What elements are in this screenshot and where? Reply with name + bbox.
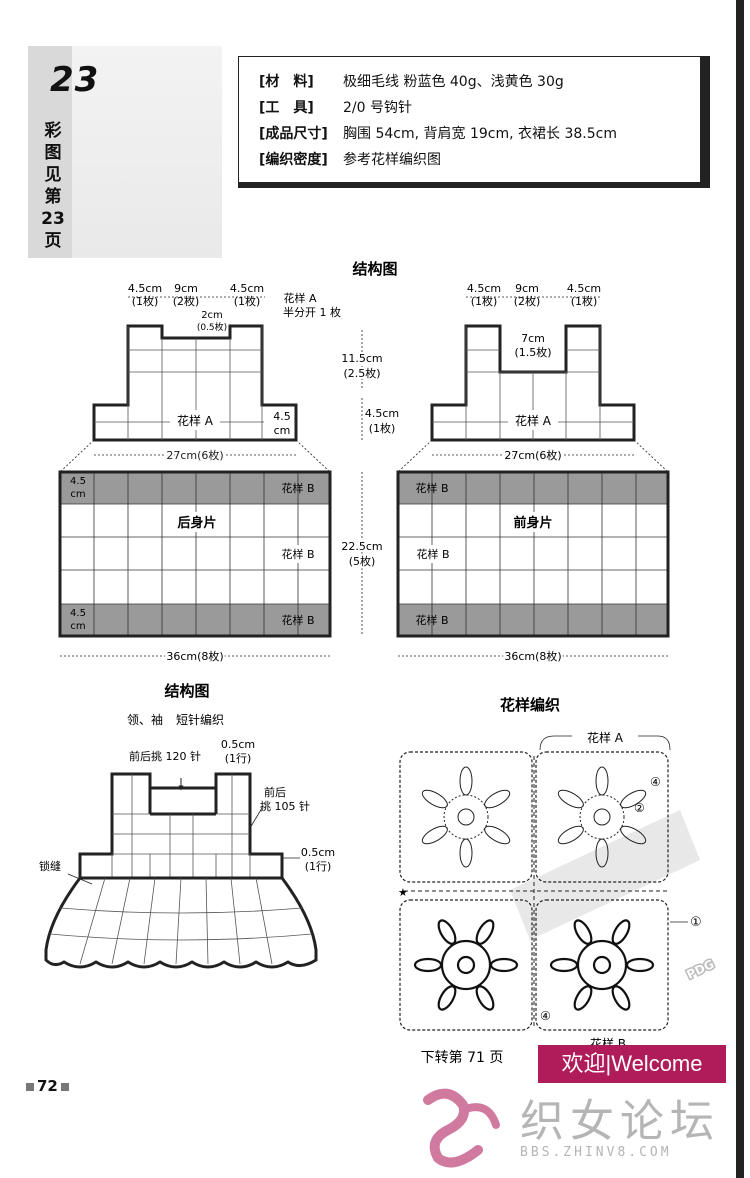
gauge-row: [编织密度]参考花样编织图	[259, 152, 441, 168]
row-marker-2: ②	[634, 801, 645, 815]
back-dim-left: 4.5cm	[128, 282, 162, 295]
front-pattern-b-top: 花样 B	[415, 481, 448, 495]
center-height-1-sub: (2.5枚)	[343, 366, 380, 380]
front-body-title: 前身片	[513, 515, 552, 531]
row-marker-4-top: ④	[650, 775, 661, 789]
front-dim-left: 4.5cm	[467, 282, 501, 295]
front-dim-left-sub: (1枚)	[471, 294, 498, 308]
dress-structure-title: 结构图	[164, 682, 209, 700]
center-height-1: 11.5cm	[341, 352, 382, 365]
back-dim-mid-sub: (2枚)	[173, 294, 200, 308]
front-pattern-b-mid: 花样 B	[416, 547, 449, 561]
center-height-2-sub: (1枚)	[369, 421, 396, 435]
back-dim-mid: 9cm	[174, 282, 198, 295]
back-body-title: 后身片	[177, 515, 216, 531]
page-number: 72	[26, 1077, 69, 1095]
dress-collar-sleeve-label: 领、袖	[127, 712, 163, 727]
project-side-tab	[28, 46, 72, 258]
back-edge-bottom-num: 4.5	[70, 608, 86, 619]
tools-row: [工 具]2/0 号钩针	[259, 100, 412, 116]
back-edge-top-unit: cm	[70, 489, 85, 500]
size-row: [成品尺寸]胸围 54cm, 背肩宽 19cm, 衣裙长 38.5cm	[259, 126, 617, 142]
back-dim-right: 4.5cm	[230, 282, 264, 295]
color-photo-reference: 彩图见第23页	[41, 121, 65, 251]
pattern-chart-title: 花样编织	[500, 696, 560, 714]
structure-title: 结构图	[352, 260, 397, 278]
forum-url: BBS.ZHINV8.COM	[520, 1145, 672, 1160]
back-pattern-b-top: 花样 B	[281, 481, 314, 495]
page-edge	[736, 0, 744, 1178]
project-number: 23	[50, 60, 100, 100]
back-edge-top-num: 4.5	[70, 476, 86, 487]
front-neck-sub: (1.5枚)	[514, 345, 551, 359]
back-body-width: 36cm(8枚)	[166, 649, 223, 663]
pattern-a-label: 花样 A	[587, 730, 624, 745]
front-pattern-b-bottom: 花样 B	[415, 613, 448, 627]
front-dim-right-sub: (1枚)	[571, 294, 598, 308]
dress-pick-back: 前后挑 120 针	[129, 749, 201, 763]
back-piece: 4.5cm (1枚) 9cm (2枚) 4.5cm (1枚) 2cm (0.5枚…	[58, 282, 341, 665]
front-piece: 4.5cm (1枚) 9cm (2枚) 4.5cm (1枚) 7cm (1.5枚…	[396, 282, 670, 665]
front-yoke-label: 花样 A	[515, 413, 552, 428]
back-pattern-b-bottom: 花样 B	[281, 613, 314, 627]
dress-edge1: 0.5cm	[221, 738, 255, 751]
center-dimensions: 11.5cm (2.5枚) 4.5cm (1枚) 22.5cm (5枚)	[339, 330, 399, 636]
back-pattern-a-note: 花样 A	[283, 291, 316, 305]
welcome-badge: 欢迎|Welcome	[538, 1045, 726, 1083]
back-pattern-b-mid: 花样 B	[281, 547, 314, 561]
pattern-chart: 花样编织 花样 A	[398, 696, 718, 1066]
forum-logo-icon	[423, 1088, 500, 1168]
forum-name: 织女论坛	[520, 1096, 720, 1147]
row-marker-1: ①	[690, 915, 702, 930]
back-yoke-label: 花样 A	[177, 413, 214, 428]
dress-edge2: 0.5cm	[301, 846, 335, 859]
center-height-3-sub: (5枚)	[349, 554, 376, 568]
dress-stitch-label: 短针编织	[176, 712, 224, 727]
back-edge-bottom-unit: cm	[70, 621, 85, 632]
pdg-watermark: PDG	[684, 957, 716, 982]
structure-diagram-top: 结构图 4.5cm (1枚) 9cm (2枚) 4.5cm (1枚) 2cm (…	[58, 260, 670, 665]
structure-diagram-dress: 结构图 领、袖 短针编织 前后挑 120 针 0.5cm (1行) 前后 挑 1…	[39, 682, 335, 969]
project-photo	[72, 46, 222, 258]
back-yoke-width: 27cm(6枚)	[166, 448, 223, 462]
center-height-3: 22.5cm	[341, 540, 382, 553]
dress-edge2-sub: (1行)	[305, 860, 332, 873]
front-dim-mid-sub: (2枚)	[514, 294, 541, 308]
dress-edge1-sub: (1行)	[225, 752, 252, 765]
back-corner-unit: cm	[274, 424, 291, 437]
back-half-split-note: 半分开 1 枚	[283, 305, 341, 319]
back-corner-dim: 4.5	[273, 410, 291, 423]
star-marker: ★	[398, 886, 408, 899]
back-neck-dim: 2cm	[201, 310, 223, 321]
back-dim-left-sub: (1枚)	[132, 294, 159, 308]
continued-note: 下转第 71 页	[421, 1049, 504, 1066]
center-height-2: 4.5cm	[365, 407, 399, 420]
front-dim-right: 4.5cm	[567, 282, 601, 295]
front-neck-dim: 7cm	[521, 332, 545, 345]
motif-grid	[399, 751, 670, 1031]
front-body-width: 36cm(8枚)	[504, 649, 561, 663]
back-neck-sub: (0.5枚)	[197, 321, 227, 333]
materials-row: [材 料]极细毛线 粉蓝色 40g、浅黄色 30g	[259, 74, 564, 90]
dress-pick-front: 前后	[264, 785, 286, 799]
front-yoke-width: 27cm(6枚)	[504, 448, 561, 462]
dress-seam-label: 锁缝	[39, 859, 61, 873]
front-dim-mid: 9cm	[515, 282, 539, 295]
row-marker-4-bottom: ④	[540, 1009, 551, 1023]
dress-pick-front-2: 挑 105 针	[260, 799, 310, 813]
materials-box: [材 料]极细毛线 粉蓝色 40g、浅黄色 30g [工 具]2/0 号钩针 […	[238, 56, 710, 188]
back-dim-right-sub: (1枚)	[234, 294, 261, 308]
